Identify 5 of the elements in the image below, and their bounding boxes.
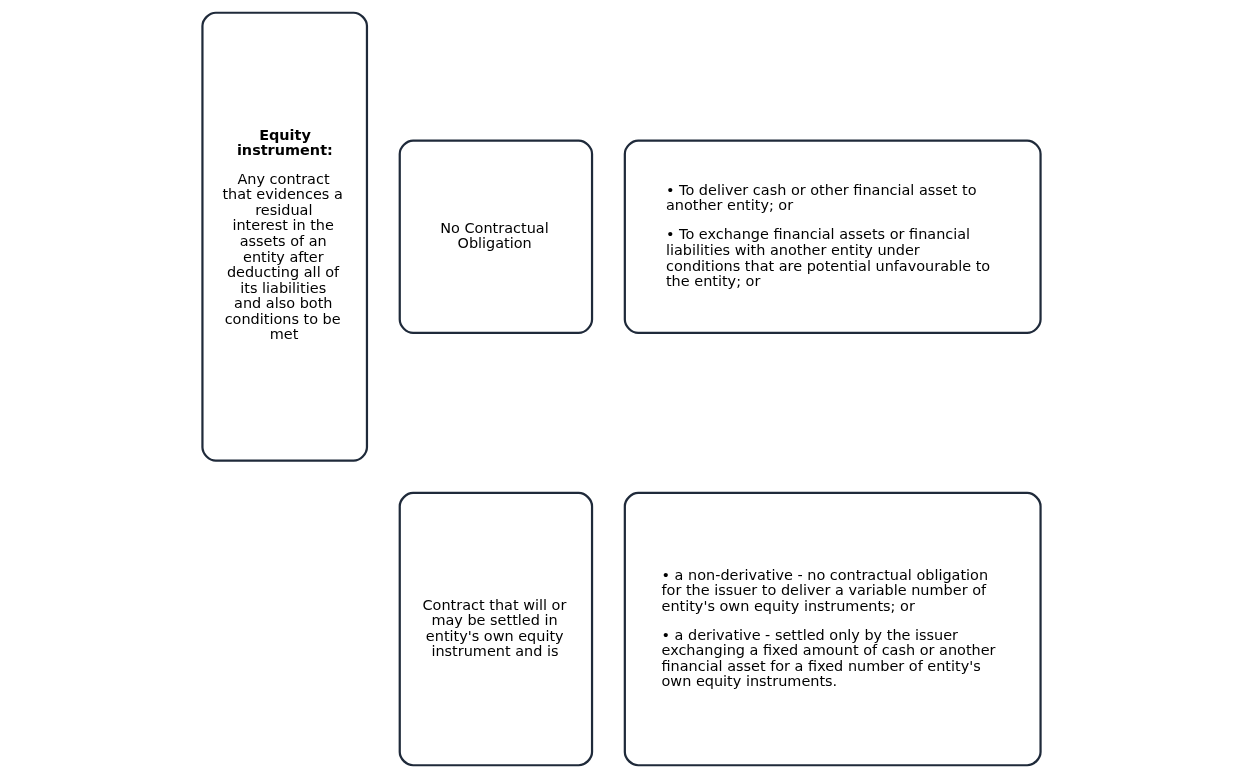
node-box: Contract that will or may be settled in entity's own equity instrument and is	[398, 491, 594, 767]
node-box: • a non-derivative - no contractual obligation for the issuer to deliver a variable number of entity's own equity instruments; or • a derivative - settled only by the issuer exchanging a fixed amount of cash or another financial asset for a fixed number of entity's own equity instruments.	[623, 491, 1042, 767]
node-box: • To deliver cash or other financial asset to another entity; or • To exchange financial assets or financial liabilities with another entity under conditions that are potential unfavourable to the entity; or	[623, 139, 1042, 334]
node-box: Equity instrument: Any contract that evidences a residual interest in the assets of an entity after deducting all of its liabilities and also both conditions to be met	[201, 11, 369, 462]
node-box: No Contractual Obligation	[398, 139, 594, 334]
